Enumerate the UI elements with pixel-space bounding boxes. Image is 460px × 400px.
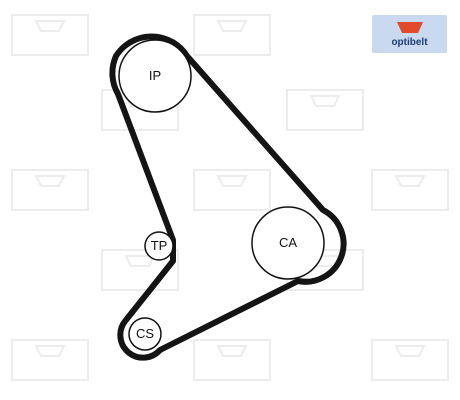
watermark-logo [101,249,179,291]
pulley-tp-label: TP [151,238,168,253]
pulley-cs: CS [128,317,162,351]
watermark-logo [11,14,89,56]
watermark-logo [11,339,89,381]
pulley-ip-circle [118,39,192,113]
pulley-ip-label: IP [149,68,161,83]
pulley-ca: CA [251,206,325,280]
pulley-cs-circle [128,317,162,351]
watermark-logo [193,339,271,381]
watermark-logo [371,339,449,381]
watermark-logo [11,169,89,211]
pulley-ip: IP [118,39,192,113]
pulley-cs-label: CS [136,326,154,341]
pulley-tp: TP [144,231,174,261]
watermark-layer [11,14,449,381]
pulley-tp-circle [144,231,174,261]
watermark-logo [371,169,449,211]
pulley-ca-circle [251,206,325,280]
logo-text: optibelt [391,37,428,48]
watermark-logo [193,14,271,56]
pulley-ca-label: CA [279,235,297,250]
timing-belt [109,33,347,361]
optibelt-logo: optibelt [372,15,447,53]
watermark-logo [286,89,364,131]
watermark-logo [193,169,271,211]
